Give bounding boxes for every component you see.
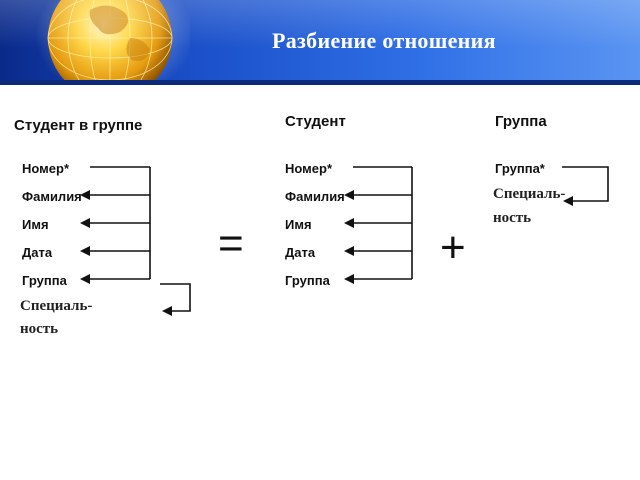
attribute-name: Имя xyxy=(285,217,312,232)
attribute-date: Дата xyxy=(22,245,53,260)
attribute-specialty-line1: Специаль- xyxy=(20,298,92,314)
attribute-number: Номер* xyxy=(285,161,333,176)
attribute-specialty-line2: ность xyxy=(20,321,58,337)
attribute-surname: Фамилия xyxy=(22,189,82,204)
attribute-number: Номер* xyxy=(22,161,70,176)
dependency-arrows-middle xyxy=(344,166,413,284)
attribute-group-key: Группа* xyxy=(495,161,546,176)
slide-title: Разбиение отношения xyxy=(272,28,496,53)
slide-header: Разбиение отношения xyxy=(0,0,640,80)
header-glow xyxy=(0,0,640,80)
attribute-surname: Фамилия xyxy=(285,189,345,204)
relation-heading-student: Студент xyxy=(285,113,346,130)
attribute-name: Имя xyxy=(22,217,49,232)
relation-heading-student-in-group: Студент в группе xyxy=(14,117,142,134)
attribute-date: Дата xyxy=(285,245,316,260)
globe-icon xyxy=(35,0,190,80)
header-strip xyxy=(0,80,640,85)
dependency-arrows-right xyxy=(562,166,609,206)
relation-heading-group: Группа xyxy=(495,113,547,130)
attribute-group: Группа xyxy=(22,273,68,288)
attribute-specialty-line1: Специаль- xyxy=(493,186,565,202)
attribute-group: Группа xyxy=(285,273,331,288)
equals-sign: = xyxy=(218,219,244,268)
attribute-specialty-line2: ность xyxy=(493,210,531,226)
plus-sign: + xyxy=(440,223,466,272)
dependency-arrows-left xyxy=(80,166,191,316)
